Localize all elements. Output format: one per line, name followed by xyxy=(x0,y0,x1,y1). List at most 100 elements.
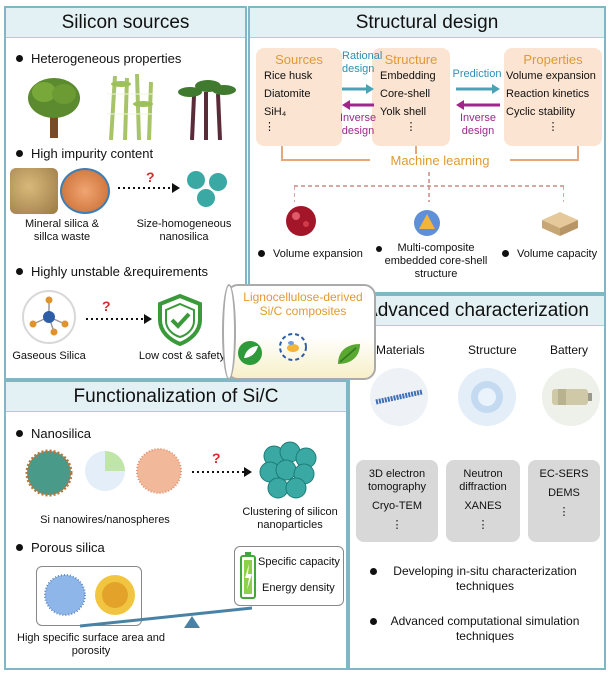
advanced-characterization-panel: Advanced characterization Materials Stru… xyxy=(348,294,606,670)
leaf-icon xyxy=(238,341,262,365)
specific-capacity-label: Specific capacity xyxy=(258,556,340,568)
clustering-label: Clustering of silicon nanoparticles xyxy=(242,506,338,531)
surface-area-label: High specific surface area and porosity xyxy=(17,632,165,657)
gaseous-silica-label: Gaseous Silica xyxy=(12,350,86,362)
bullet-porous: Porous silica xyxy=(16,540,105,556)
rational-design-label: Rational design xyxy=(342,50,383,75)
properties-item: Cyclic stability xyxy=(506,106,576,118)
bullet-heterogeneous: Heterogeneous properties xyxy=(16,51,181,67)
shield-check-icon xyxy=(158,294,202,346)
output-core-shell: Multi-composite embedded core-shell stru… xyxy=(376,242,492,281)
battery-cell-icon xyxy=(552,389,592,405)
properties-item: ⋮ xyxy=(547,121,559,133)
dotted-arrow xyxy=(86,314,152,324)
inverse-design-label: Inverse design xyxy=(340,112,377,137)
porous-sphere-icon xyxy=(136,448,182,494)
bullet-nanosilica: Nanosilica xyxy=(16,426,91,442)
inverse-design-label: Inverse design xyxy=(459,112,497,137)
nanowire-icon xyxy=(375,389,423,405)
simulation-bullet: Advanced computational simulation techni… xyxy=(370,614,600,644)
sugarcane-icon xyxy=(178,80,236,140)
nanosphere-cutaway-icon xyxy=(85,451,125,491)
arrow-left xyxy=(342,100,374,110)
low-cost-label: Low cost & safety xyxy=(138,350,226,362)
structure-item: Core-shell xyxy=(380,88,431,100)
materials-techniques: 3D electron tomography Cryo-TEM ⋮ xyxy=(356,460,438,542)
balance-scale xyxy=(79,606,253,628)
structure-item: Neutron diffraction xyxy=(459,468,507,493)
question-mark: ? xyxy=(146,169,155,185)
insitu-text: Developing in-situ characterization tech… xyxy=(393,564,577,593)
advanced-characterization-title: Advanced characterization xyxy=(350,296,604,326)
nanoparticle-cluster-icon xyxy=(259,441,317,499)
structure-techniques: Neutron diffraction XANES ⋮ xyxy=(446,460,520,542)
bullet-unstable: Highly unstable &requirements xyxy=(16,264,208,280)
structure-item: Yolk shell xyxy=(380,106,427,118)
structure-header: Structure xyxy=(384,52,438,67)
materials-item: ⋮ xyxy=(391,519,403,531)
volume-expansion-sphere-icon xyxy=(286,206,316,236)
materials-item: 3D electron tomography xyxy=(367,468,427,493)
battery-item: ⋮ xyxy=(558,506,570,518)
leaf-icon xyxy=(338,344,360,364)
dashed-tree xyxy=(294,172,564,202)
structure-item: ⋮ xyxy=(405,121,417,133)
silica-waste-image xyxy=(60,168,110,214)
structural-design-panel: Structural design Sources Rice husk Diat… xyxy=(248,6,606,294)
structure-box: Structure Embedding Core-shell Yolk shel… xyxy=(372,48,450,146)
battery-icon xyxy=(240,552,256,599)
functionalization-panel: Functionalization of Si/C Nanosilica Si … xyxy=(4,380,348,670)
molecule-icon xyxy=(29,296,69,336)
properties-item: Volume expansion xyxy=(506,70,596,82)
structure-item: Embedding xyxy=(380,70,436,82)
energy-density-label: Energy density xyxy=(262,582,335,594)
nanowires-label: Si nanowires/nanospheres xyxy=(40,514,170,526)
size-homogeneous-label: Size-homogeneous nanosilica xyxy=(136,218,232,243)
structure-item: ⋮ xyxy=(477,519,489,531)
question-mark: ? xyxy=(102,298,111,314)
center-title: Lignocellulose-derived Si/C composites xyxy=(243,290,363,318)
structure-item: XANES xyxy=(464,500,502,512)
arrow-left xyxy=(456,100,500,110)
properties-box: Properties Volume expansion Reaction kin… xyxy=(504,48,602,146)
output-core-shell-text: Multi-composite embedded core-shell stru… xyxy=(384,242,488,280)
question-mark: ? xyxy=(212,450,221,466)
tree-icon xyxy=(28,78,80,138)
silicon-sources-panel: Silicon sources Heterogeneous properties… xyxy=(4,6,247,380)
porous-yellow-sphere-icon xyxy=(95,575,135,615)
structure-header: Structure xyxy=(468,343,517,357)
core-shell-sphere-icon xyxy=(471,381,503,413)
properties-header: Properties xyxy=(523,52,583,67)
arrow-right xyxy=(342,84,374,94)
materials-image xyxy=(370,368,428,426)
sources-item: Rice husk xyxy=(264,70,313,82)
porous-blue-sphere-icon xyxy=(44,574,86,616)
arrow-right xyxy=(456,84,500,94)
sources-box: Sources Rice husk Diatomite SiH₄ ⋮ xyxy=(256,48,342,146)
materials-header: Materials xyxy=(376,343,425,357)
sources-item: Diatomite xyxy=(264,88,311,100)
functionalization-title: Functionalization of Si/C xyxy=(6,382,346,412)
insitu-bullet: Developing in-situ characterization tech… xyxy=(370,564,600,594)
dotted-arrow xyxy=(118,183,180,193)
output-volume-capacity: Volume capacity xyxy=(502,246,597,262)
prediction-label: Prediction xyxy=(452,68,502,80)
mineral-silica-label: Mineral silica & sillca waste xyxy=(25,218,99,243)
battery-item: EC-SERS xyxy=(539,468,589,480)
nanosilica-spheres-icon xyxy=(187,171,227,207)
properties-item: Reaction kinetics xyxy=(506,88,590,100)
materials-item: Cryo-TEM xyxy=(371,500,423,512)
dotted-arrow xyxy=(192,467,252,477)
layered-block-icon xyxy=(542,212,578,236)
sources-header: Sources xyxy=(275,52,323,67)
simulation-text: Advanced computational simulation techni… xyxy=(390,614,580,643)
mineral-silica-image xyxy=(10,168,58,214)
cylinder-left-cap xyxy=(222,284,236,380)
output-volume-expansion: Volume expansion xyxy=(258,246,363,262)
battery-item: DEMS xyxy=(548,487,580,499)
machine-learning-label: Machine learning xyxy=(370,154,510,167)
bullet-impurity: High impurity content xyxy=(16,146,153,162)
sources-item: SiH₄ xyxy=(264,106,287,118)
battery-header: Battery xyxy=(550,343,589,357)
sources-item: ⋮ xyxy=(264,121,275,133)
